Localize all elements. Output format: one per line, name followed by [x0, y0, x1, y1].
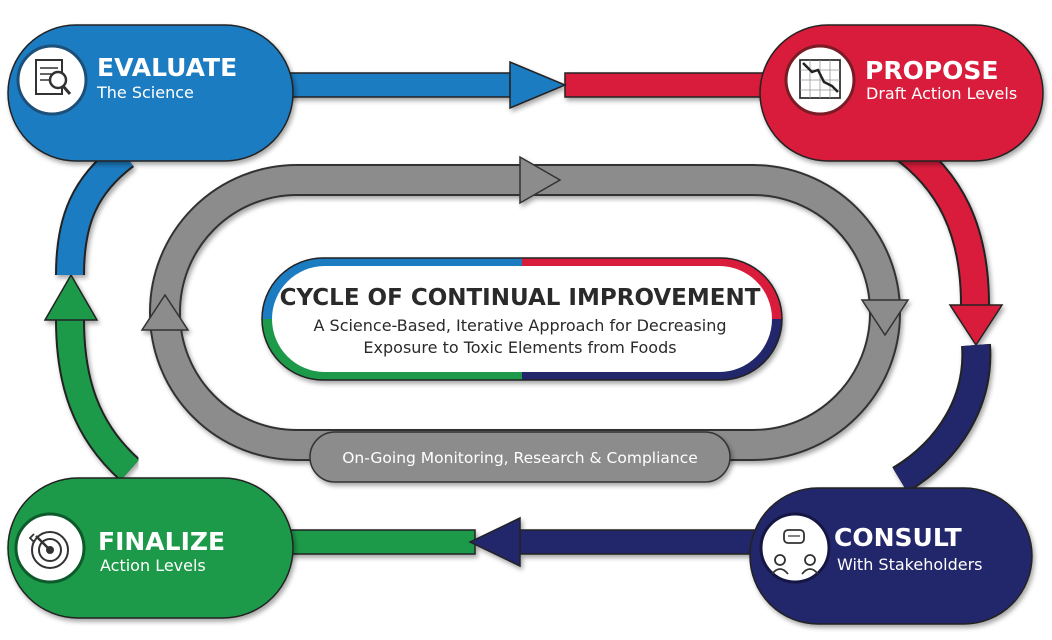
- loop-arrowhead-left: [140, 293, 190, 331]
- center-subtitle-line1: A Science-Based, Iterative Approach for …: [314, 316, 727, 335]
- target-arrow-icon: [28, 531, 69, 569]
- stage-consult-subtitle: With Stakeholders: [837, 555, 982, 574]
- stage-consult-title: CONSULT: [834, 523, 962, 552]
- stage-finalize: FINALIZE Action Levels: [7, 477, 294, 619]
- stage-propose-subtitle: Draft Action Levels: [866, 84, 1017, 103]
- stage-consult: CONSULT With Stakeholders: [749, 487, 1033, 625]
- stage-finalize-title: FINALIZE: [98, 527, 225, 556]
- loop-arrowhead-right: [860, 299, 910, 337]
- center-pill: CYCLE OF CONTINUAL IMPROVEMENT A Science…: [261, 257, 783, 381]
- declining-chart-icon: [799, 59, 841, 99]
- arrow-finalize-to-evaluate: [43, 143, 141, 482]
- monitoring-banner: On-Going Monitoring, Research & Complian…: [309, 431, 731, 483]
- loop-arrowhead-top: [519, 155, 562, 205]
- arrow-evaluate-to-propose: [239, 60, 776, 110]
- stage-evaluate-subtitle: The Science: [96, 83, 194, 102]
- people-discussion-icon: [771, 529, 819, 575]
- stage-evaluate-title: EVALUATE: [97, 53, 237, 82]
- center-subtitle-line2: Exposure to Toxic Elements from Foods: [363, 338, 676, 357]
- center-title: CYCLE OF CONTINUAL IMPROVEMENT: [280, 285, 761, 311]
- stage-finalize-subtitle: Action Levels: [100, 556, 206, 575]
- arrow-consult-to-finalize: [279, 516, 761, 568]
- stage-propose-title: PROPOSE: [865, 56, 998, 85]
- monitoring-banner-label: On-Going Monitoring, Research & Complian…: [342, 449, 698, 467]
- stage-evaluate: EVALUATE The Science: [7, 24, 294, 162]
- arrow-propose-to-consult: [891, 132, 1004, 493]
- document-magnifier-icon: [35, 59, 72, 95]
- stage-propose: PROPOSE Draft Action Levels: [759, 24, 1044, 162]
